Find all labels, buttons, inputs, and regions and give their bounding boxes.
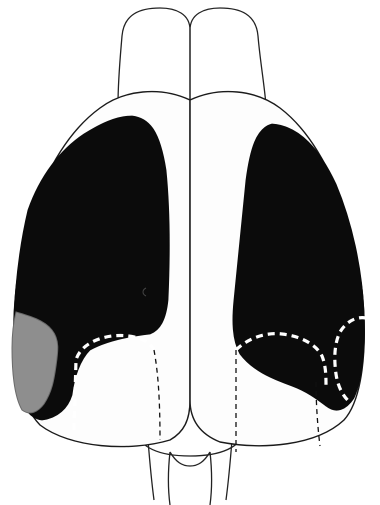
olfactory-bulb-right [190, 8, 266, 105]
brainstem [148, 440, 232, 505]
olfactory-bulb-left [118, 8, 190, 105]
